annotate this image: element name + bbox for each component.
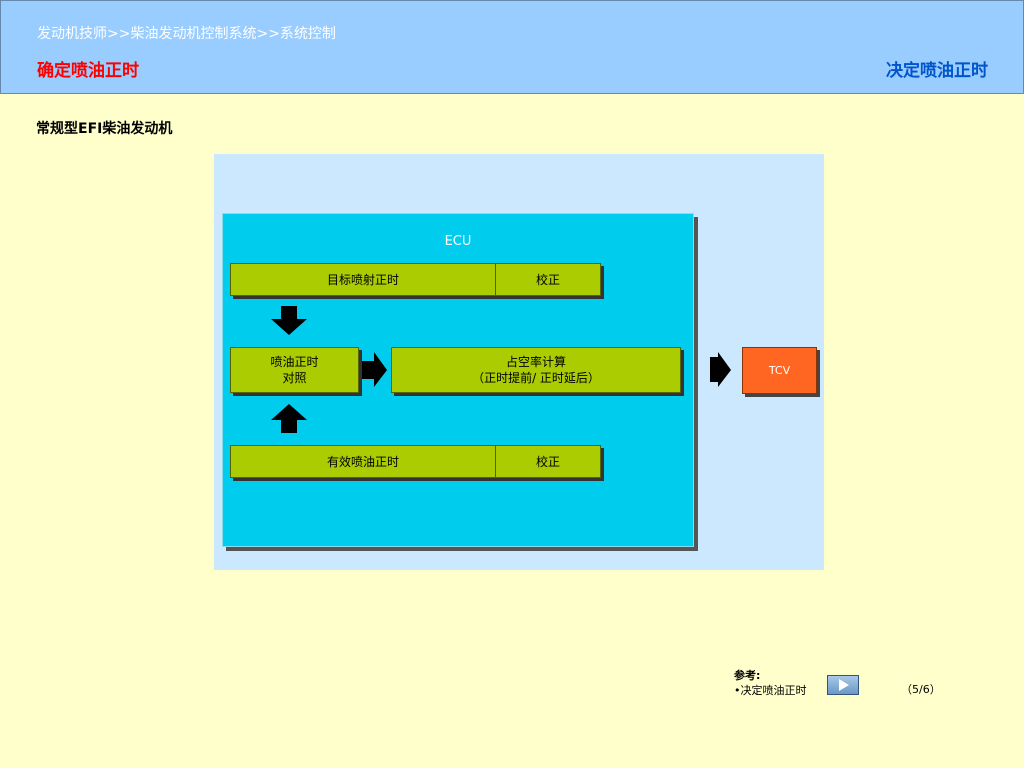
comparison-line1: 喷油正时: [270, 355, 319, 369]
play-icon: [839, 679, 849, 691]
diagram-subtitle: 常规型EFI柴油发动机: [36, 121, 173, 137]
reference-link[interactable]: •决定喷油正时: [734, 684, 807, 697]
duty-ratio-block: 占空率计算 （正时提前/ 正时延后）: [391, 347, 681, 393]
duty-line2: （正时提前/ 正时延后）: [472, 371, 600, 385]
actual-correction-label: 校正: [535, 454, 560, 469]
ecu-label: ECU: [444, 234, 472, 249]
page-title: 确定喷油正时: [37, 61, 139, 81]
comparison-line2: 对照: [282, 371, 307, 385]
block-divider: [495, 446, 496, 477]
target-timing-label: 目标喷射正时: [326, 272, 399, 287]
block-divider: [495, 264, 496, 295]
target-correction-label: 校正: [535, 272, 560, 287]
timing-comparison-block: 喷油正时 对照: [230, 347, 359, 393]
tcv-block: TCV: [742, 347, 817, 394]
header-bar: 发动机技师>>柴油发动机控制系统>>系统控制 确定喷油正时 决定喷油正时: [0, 0, 1024, 94]
duty-line1: 占空率计算: [505, 355, 566, 369]
target-timing-block: 目标喷射正时 校正: [230, 263, 601, 296]
breadcrumb: 发动机技师>>柴油发动机控制系统>>系统控制: [37, 26, 336, 42]
section-title: 决定喷油正时: [886, 61, 988, 81]
reference-title: 参考:: [734, 669, 761, 682]
play-button[interactable]: [827, 675, 859, 695]
actual-timing-block: 有效喷油正时 校正: [230, 445, 601, 478]
arrow-down-icon: [271, 306, 307, 335]
arrow-right-icon: [710, 352, 731, 387]
actual-timing-label: 有效喷油正时: [326, 454, 399, 469]
page-number: （5/6）: [901, 683, 941, 696]
arrow-up-icon: [271, 404, 307, 433]
reference-note: 参考: •决定喷油正时: [734, 668, 807, 698]
arrow-right-icon: [362, 352, 387, 387]
